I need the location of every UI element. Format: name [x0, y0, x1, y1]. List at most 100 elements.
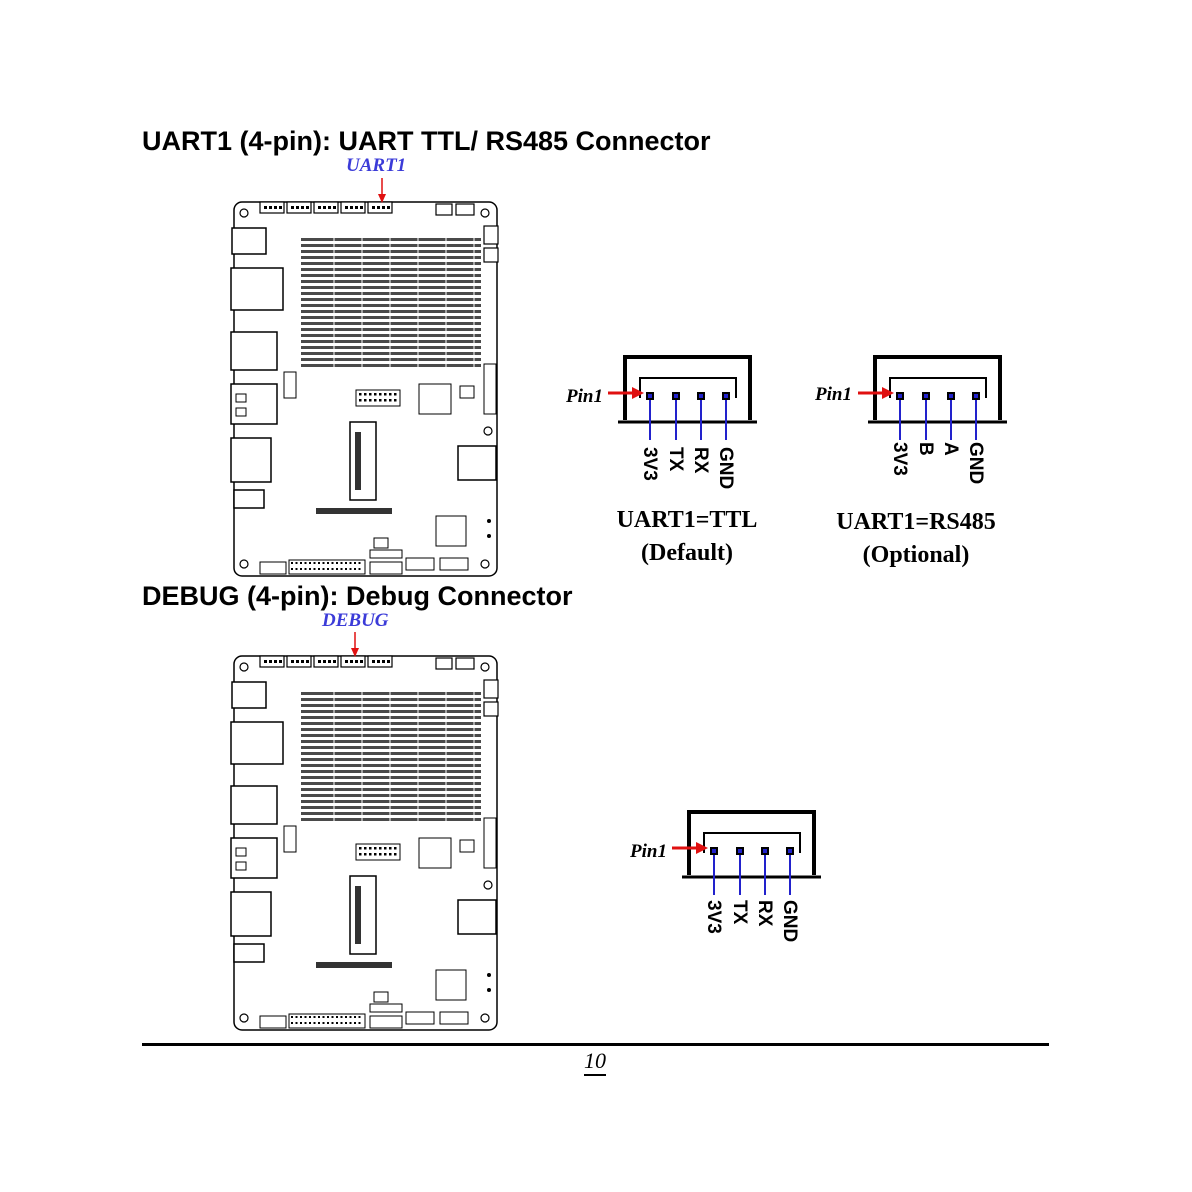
header-pin [306, 206, 309, 209]
header-pin [269, 206, 272, 209]
header-pin [389, 847, 392, 850]
bottom-header [440, 558, 468, 570]
signal-label-2: B [916, 442, 935, 456]
header-pin [359, 568, 361, 570]
heatsink-fin [301, 758, 481, 761]
board-label-debug: DEBUG [322, 611, 389, 630]
header-pin [314, 1016, 316, 1018]
pin-wires [650, 396, 726, 440]
heatsink-fin [301, 740, 481, 743]
header-pin [309, 1016, 311, 1018]
m2-slot [350, 422, 376, 500]
heatsink-fin [301, 328, 481, 331]
header-pin [328, 206, 331, 209]
io-port-audio [234, 490, 264, 508]
signal-label-2: TX [666, 447, 685, 471]
header-pin [354, 1022, 356, 1024]
header-pin [296, 568, 298, 570]
header-pin [355, 206, 358, 209]
header-pin [360, 206, 363, 209]
header-pin [301, 206, 304, 209]
header-pin [314, 1022, 316, 1024]
heatsink-fin [301, 322, 481, 325]
header-pin [374, 399, 377, 402]
heatsink-fin [301, 692, 481, 695]
header-pin [274, 206, 277, 209]
heatsink-fin [301, 752, 481, 755]
header-pin [300, 562, 302, 564]
header-pin [305, 568, 307, 570]
heatsink-fin [301, 746, 481, 749]
header-pin [318, 660, 321, 663]
header-pin [323, 206, 326, 209]
heatsink-fin [301, 292, 481, 295]
header-pin [350, 1022, 352, 1024]
side-connector [484, 226, 498, 244]
header-pin [369, 853, 372, 856]
chip [419, 838, 451, 868]
header-pin [350, 568, 352, 570]
caption-line-1: UART1=TTL [587, 504, 787, 537]
heatsink-fin [301, 734, 481, 737]
jumper-block [436, 658, 452, 669]
header-pin [332, 1022, 334, 1024]
header-pin [364, 847, 367, 850]
header-pin [394, 399, 397, 402]
motherboard-diagram-debug [224, 630, 504, 1034]
pin1-label: Pin1 [815, 385, 852, 404]
header-pin [264, 206, 267, 209]
io-port-lan [231, 838, 277, 878]
side-pin-header [484, 818, 496, 868]
heatsink-fin [301, 352, 481, 355]
header-pin [318, 1016, 320, 1018]
heatsink-fin [301, 812, 481, 815]
signal-label-3: RX [755, 900, 774, 926]
header-pin [323, 568, 325, 570]
header-pin [328, 660, 331, 663]
heatsink-fin [301, 268, 481, 271]
io-port-lan [231, 384, 277, 424]
heatsink-fin [301, 800, 481, 803]
side-connector [484, 680, 498, 698]
jumper [460, 386, 474, 398]
header-pin [354, 562, 356, 564]
heatsink-fin [301, 818, 481, 821]
header-pin [305, 562, 307, 564]
header-pin [318, 568, 320, 570]
bottom-header [406, 558, 434, 570]
heatsink-fin [301, 256, 481, 259]
header-pin [379, 393, 382, 396]
bottom-bar [316, 962, 392, 968]
header-pin [379, 399, 382, 402]
io-port-usb [231, 786, 277, 824]
heatsink-fin [301, 262, 481, 265]
fan-connector [456, 658, 474, 669]
dot [487, 534, 491, 538]
bottom-header [260, 562, 286, 574]
header-pin [345, 1022, 347, 1024]
connector-housing [618, 357, 757, 422]
bottom-bar [316, 508, 392, 514]
caption-rs485: UART1=RS485 (Optional) [816, 506, 1016, 572]
signal-label-4: GND [780, 900, 799, 942]
header-pin [341, 562, 343, 564]
header-pin [314, 568, 316, 570]
header-pin [387, 206, 390, 209]
heatsink-fin [301, 698, 481, 701]
header-pin [374, 853, 377, 856]
header-pin [372, 660, 375, 663]
header-pin [354, 1016, 356, 1018]
dot [487, 973, 491, 977]
jumper [460, 840, 474, 852]
caption-line-1: UART1=RS485 [816, 506, 1016, 539]
header-pin [314, 562, 316, 564]
header-pin [332, 568, 334, 570]
signal-label-1: 3V3 [640, 447, 659, 481]
heatsink-fin [301, 316, 481, 319]
header-pin [382, 660, 385, 663]
header-pin [394, 847, 397, 850]
header-pin [359, 393, 362, 396]
header-pin [291, 660, 294, 663]
header-pin [374, 847, 377, 850]
header-pin [345, 660, 348, 663]
